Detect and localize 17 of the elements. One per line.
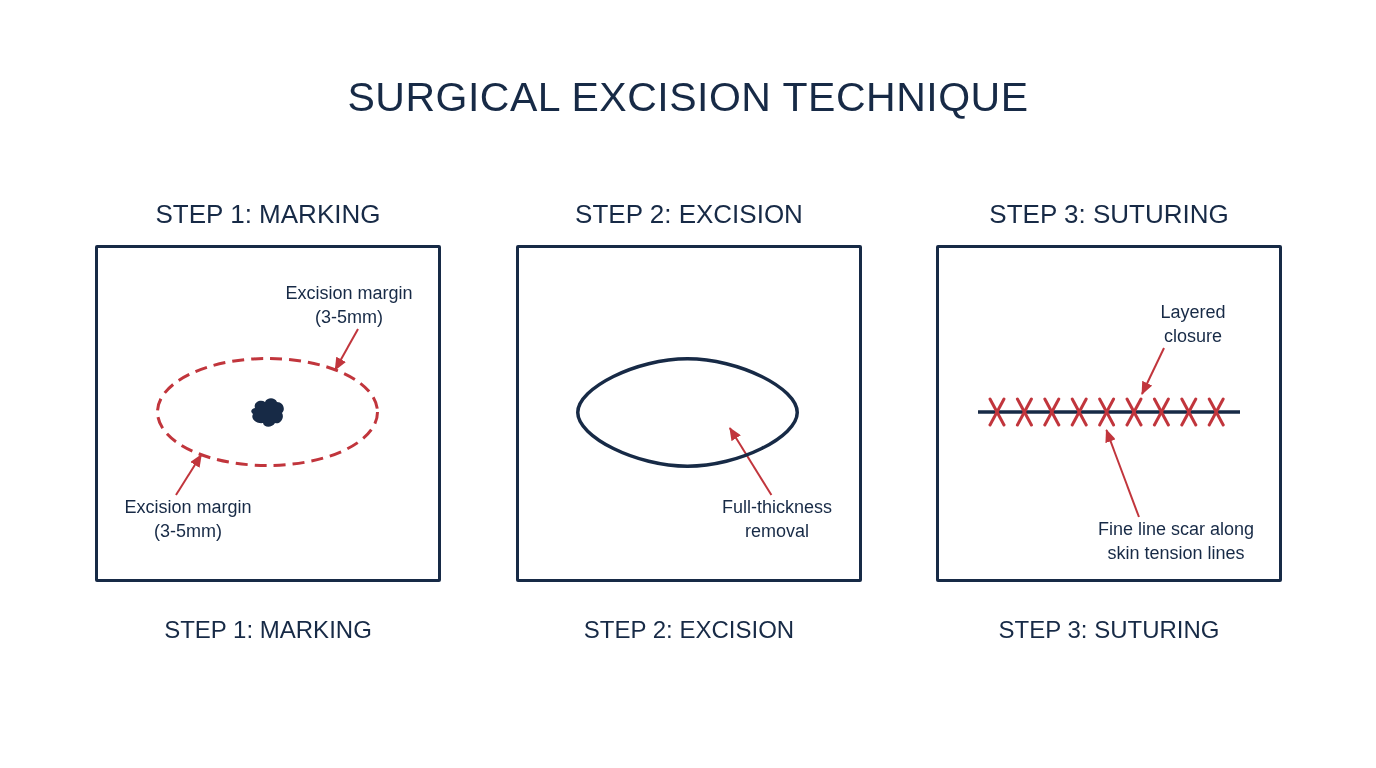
step-heading: STEP 1: MARKING xyxy=(154,198,382,230)
callout-label: Fine line scar along skin tension lines xyxy=(1081,517,1271,565)
step-heading: STEP 3: SUTURING xyxy=(988,198,1230,230)
step-heading: STEP 2: EXCISION xyxy=(574,198,804,230)
leader-arrow xyxy=(334,328,359,371)
callout-label: Full-thickness removal xyxy=(707,495,847,543)
leader-arrow xyxy=(728,427,773,496)
leader-arrow xyxy=(1105,429,1140,518)
leader-arrow xyxy=(175,453,203,496)
leader-arrow xyxy=(1141,347,1165,395)
callout-label: Layered closure xyxy=(1143,300,1243,348)
step-caption: STEP 3: SUTURING xyxy=(997,615,1221,645)
callout-label: Excision margin (3-5mm) xyxy=(274,281,424,329)
step-caption: STEP 1: MARKING xyxy=(163,615,373,645)
page-title: SURGICAL EXCISION TECHNIQUE xyxy=(346,73,1030,122)
step-caption: STEP 2: EXCISION xyxy=(582,615,796,645)
callout-label: Excision margin (3-5mm) xyxy=(113,495,263,543)
